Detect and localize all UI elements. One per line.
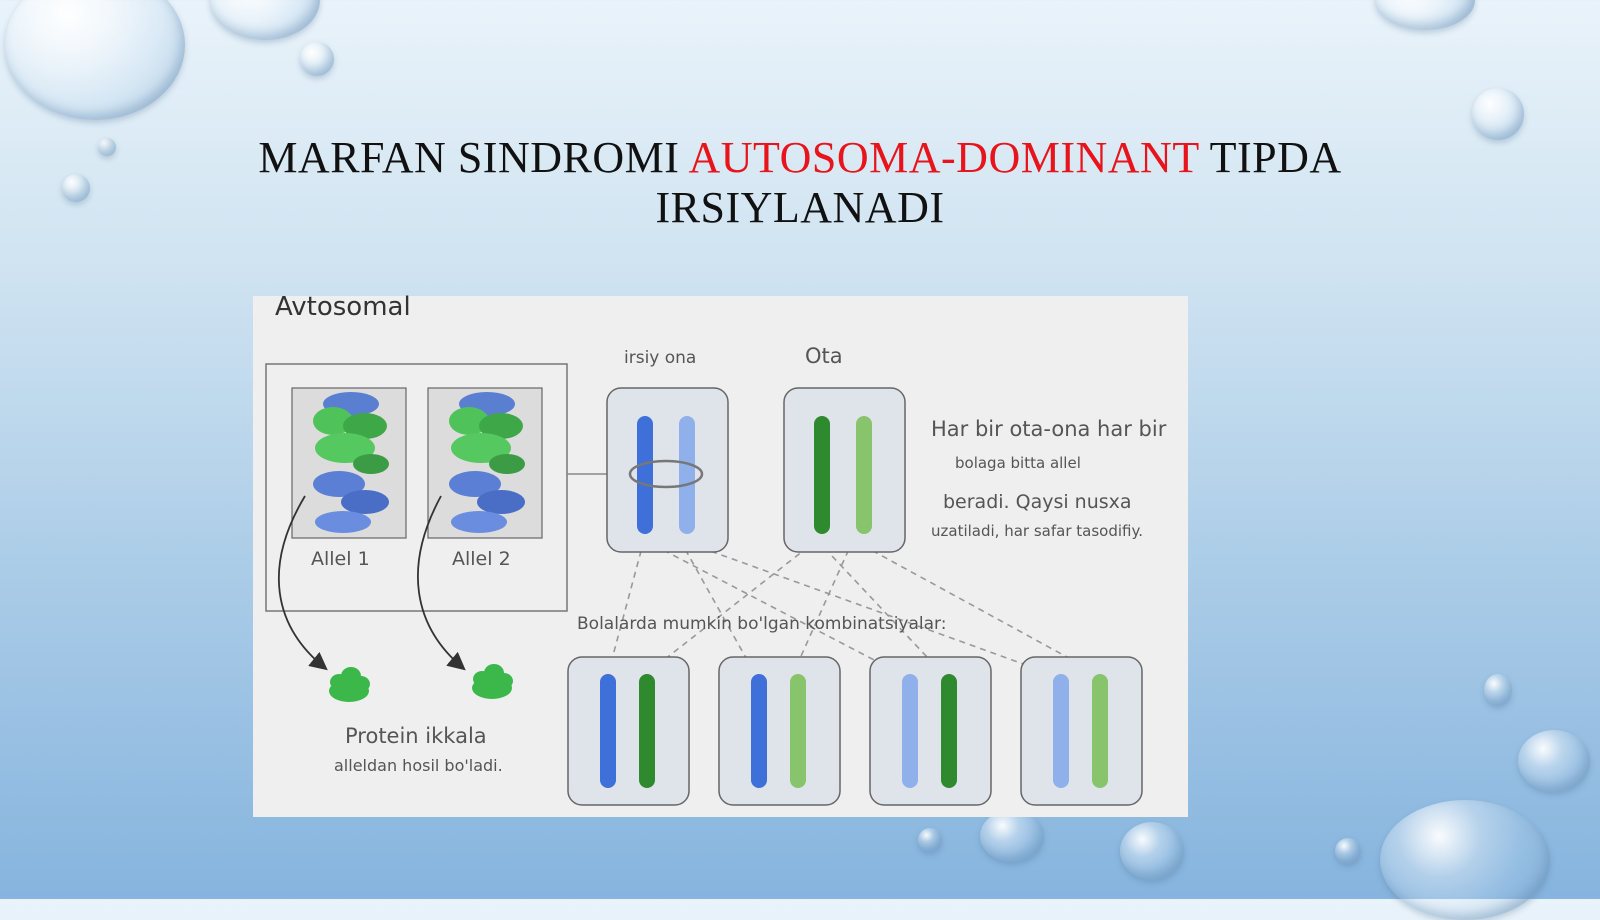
offspring-combo-1 — [567, 656, 690, 806]
inheritance-dashed-lines — [607, 539, 1099, 675]
allele-highlight-ring — [628, 459, 704, 489]
father-chromosome-2 — [856, 416, 872, 534]
allele1-protein-structure — [313, 392, 389, 533]
allele2-protein-structure — [449, 392, 525, 533]
water-drop-decoration — [1484, 674, 1512, 706]
water-drop-decoration — [1120, 822, 1184, 880]
protein-line1: Protein ikkala — [345, 724, 487, 748]
note-line3: beradi. Qaysi nusxa — [943, 491, 1132, 513]
slide-title: MARFAN SINDROMI AUTOSOMA-DOMINANT TIPDA … — [200, 133, 1400, 233]
diagram-heading: Avtosomal — [275, 292, 411, 322]
offspring-combo-2 — [718, 656, 841, 806]
note-line1: Har bir ota-ona har bir — [931, 417, 1167, 441]
combinations-label: Bolalarda mumkin bo'lgan kombinatsiyalar… — [577, 614, 947, 634]
water-drop-decoration — [98, 138, 116, 156]
allele1-label: Allel 1 — [311, 548, 370, 570]
water-drop-decoration — [918, 828, 942, 852]
mother-chromosome-2 — [679, 416, 695, 534]
diagram-graphics — [265, 363, 1143, 806]
water-drop-decoration — [1380, 800, 1550, 920]
water-drop-decoration — [5, 0, 185, 120]
note-line2: bolaga bitta allel — [955, 454, 1081, 472]
offspring-combo-4 — [1020, 656, 1143, 806]
water-drop-decoration — [1335, 838, 1361, 864]
water-drop-decoration — [1518, 730, 1590, 792]
father-label: Ota — [805, 344, 843, 368]
title-part1: MARFAN SINDROMI — [258, 133, 689, 182]
protein-product-2 — [472, 664, 513, 699]
water-drop-decoration — [62, 174, 90, 202]
allele2-label: Allel 2 — [452, 548, 511, 570]
inheritance-diagram: Avtosomal irsiy ona Ota Allel 1 Allel 2 … — [253, 292, 1188, 817]
mother-chromosome-box — [606, 387, 729, 553]
note-line4: uzatiladi, har safar tasodifiy. — [931, 522, 1143, 540]
water-drop-decoration — [210, 0, 320, 40]
allele1-arrow — [278, 495, 328, 671]
allele-panel — [265, 363, 568, 612]
protein-product-1 — [329, 667, 370, 702]
father-chromosome-box — [783, 387, 906, 553]
offspring-combo-3 — [869, 656, 992, 806]
water-drop-decoration — [1472, 88, 1524, 140]
mother-chromosome-1 — [637, 416, 653, 534]
title-line2: IRSIYLANADI — [655, 183, 945, 232]
allele2-arrow — [417, 495, 466, 671]
water-drop-decoration — [1375, 0, 1475, 30]
title-part2: TIPDA — [1198, 133, 1342, 182]
water-drop-decoration — [980, 810, 1044, 862]
protein-line2: alleldan hosil bo'ladi. — [334, 756, 503, 775]
title-accent: AUTOSOMA-DOMINANT — [688, 133, 1199, 182]
mother-label: irsiy ona — [624, 348, 697, 368]
father-chromosome-1 — [814, 416, 830, 534]
water-drop-decoration — [300, 42, 334, 76]
